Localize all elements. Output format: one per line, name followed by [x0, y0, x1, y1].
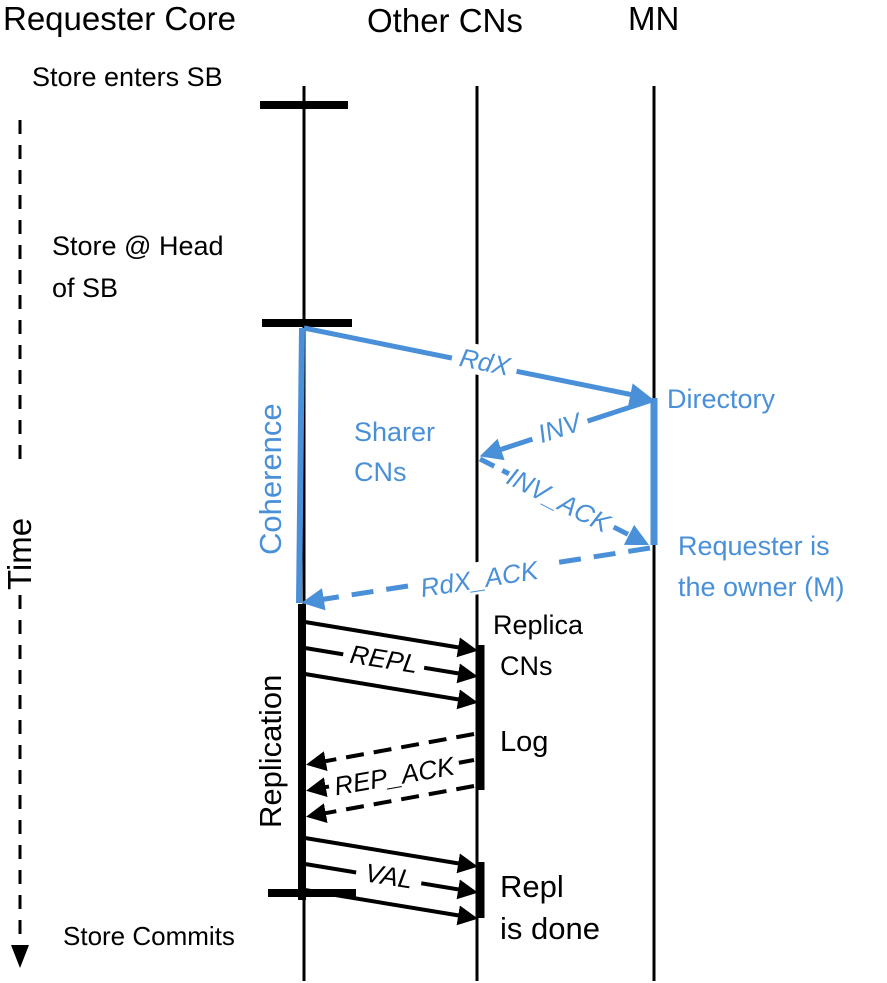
sharer-label-line2: CNs [354, 457, 407, 487]
replica-label-line2: CNs [500, 651, 553, 681]
header-mn: MN [628, 0, 679, 37]
replica-label-line1: Replica [493, 610, 584, 640]
inv-ack-label: INV_ACK [502, 461, 616, 539]
repl-label-bg [341, 638, 427, 680]
log-label: Log [500, 726, 548, 758]
coherence-bar [296, 327, 305, 604]
header-other-cns: Other CNs [367, 2, 523, 39]
store-enters-sb-label: Store enters SB [32, 62, 223, 92]
time-label-gap [6, 470, 36, 595]
store-commits-label: Store Commits [63, 921, 235, 951]
store-head-label-line1: Store @ Head [52, 231, 224, 261]
repl-label: REPL [348, 639, 420, 679]
header-requester-core: Requester Core [3, 0, 236, 37]
val-arrow-1 [304, 836, 478, 874]
val-label-bg [354, 857, 424, 895]
rdx-ack-arrow [301, 545, 651, 611]
rdx-label: RdX [457, 342, 514, 382]
rdx-label-bg [449, 339, 521, 383]
time-label-text: Time [1, 518, 38, 590]
directory-label: Directory [667, 384, 776, 414]
sharer-label-line1: Sharer [354, 417, 435, 447]
owner-label-line2: the owner (M) [678, 572, 845, 602]
repl-done-label-line1: Repl [500, 869, 564, 904]
time-arrowhead [11, 945, 29, 968]
rdx-ack-label-bg [406, 551, 552, 605]
repl-arrow-1 [304, 620, 478, 658]
coherence-label: Coherence [253, 403, 288, 555]
val-label: VAL [363, 857, 415, 894]
replication-label: Replication [253, 675, 288, 828]
owner-label-line1: Requester is [678, 531, 830, 561]
store-head-label-line2: of SB [52, 273, 118, 303]
rep-ack-label-bg [326, 748, 462, 802]
repl-arrow-3 [304, 672, 478, 710]
inv-label-bg [526, 403, 592, 451]
repl-done-label-line2: is done [500, 911, 600, 946]
inv-ack-label-bg [502, 460, 616, 538]
inv-ack-arrow [478, 456, 650, 546]
